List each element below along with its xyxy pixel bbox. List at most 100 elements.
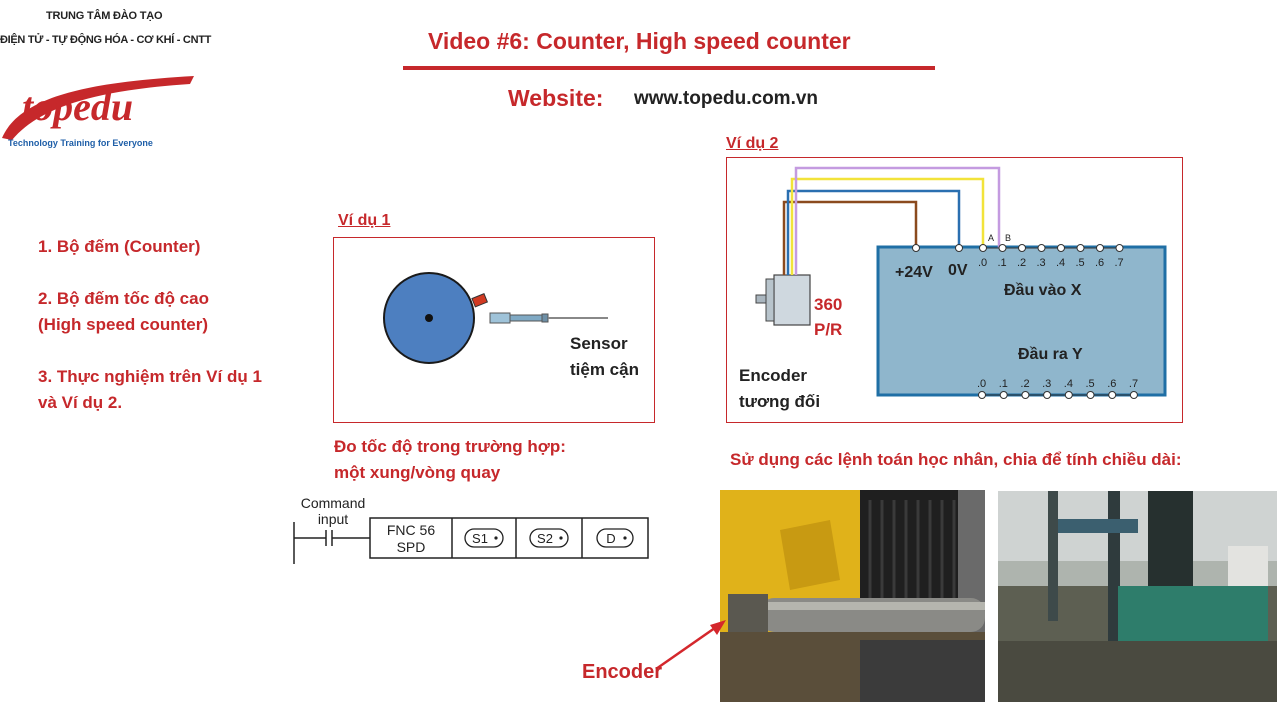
encoder-shaft bbox=[755, 294, 767, 304]
input-terminal-label-3: .3 bbox=[1037, 257, 1046, 269]
output-terminal-label-7: .7 bbox=[1129, 378, 1138, 390]
speed-note-line2: một xung/vòng quay bbox=[334, 463, 501, 482]
org-name-line2: ĐIỆN TỬ - TỰ ĐỘNG HÓA - CƠ KHÍ - CNTT bbox=[0, 34, 212, 46]
encoder-body bbox=[773, 274, 811, 326]
output-terminal-label-1: .1 bbox=[999, 378, 1008, 390]
input-terminal-3 bbox=[1037, 244, 1046, 252]
output-terminal-2 bbox=[1021, 391, 1030, 399]
website-label: Website: bbox=[508, 85, 604, 111]
topic-3: 3. Thực nghiệm trên Ví dụ 1 bbox=[38, 367, 262, 386]
operand-d: D bbox=[606, 531, 615, 546]
input-terminal-label-6: .6 bbox=[1095, 257, 1104, 269]
output-terminal-0 bbox=[978, 391, 986, 399]
phase-a-label: A bbox=[988, 233, 994, 243]
input-terminal-label-4: .4 bbox=[1056, 257, 1065, 269]
example1-label: Ví dụ 1 bbox=[338, 212, 391, 229]
video-title: Video #6: Counter, High speed counter bbox=[428, 28, 851, 54]
encoder-resolution-line1: 360 bbox=[814, 295, 842, 314]
input-terminal-0 bbox=[979, 244, 987, 252]
photo-winch-encoder bbox=[720, 490, 985, 702]
encoder-flange bbox=[765, 278, 775, 322]
wire-violet-b bbox=[794, 166, 1001, 275]
encoder-callout-label: Encoder bbox=[582, 661, 663, 683]
topedu-logo: topedu Technology Training for Everyone bbox=[2, 76, 194, 148]
plc-body bbox=[876, 245, 1167, 397]
input-terminal-label-0: .0 bbox=[978, 257, 987, 269]
output-terminal-label-6: .6 bbox=[1107, 378, 1116, 390]
input-terminal-7 bbox=[1115, 244, 1124, 252]
photo-drilling-rig bbox=[998, 491, 1277, 702]
output-terminal-label-0: .0 bbox=[977, 378, 986, 390]
input-terminal-2 bbox=[1018, 244, 1026, 252]
example1-diagram: Sensor tiệm cận bbox=[383, 272, 639, 379]
input-terminal-4 bbox=[1057, 244, 1065, 252]
example1-frame bbox=[333, 237, 655, 423]
operand-s1-pill bbox=[464, 528, 504, 548]
logo-swoosh bbox=[2, 76, 194, 140]
output-terminal-6 bbox=[1108, 391, 1117, 399]
fnc-mnemonic: SPD bbox=[397, 539, 426, 555]
input-terminal-1 bbox=[998, 244, 1007, 252]
input-terminals: .0 .1 .2 .3 .4 .5 .6 .7 bbox=[978, 244, 1124, 269]
disc-target-tab bbox=[471, 293, 489, 308]
encoder-callout-arrow-icon bbox=[655, 620, 726, 671]
example2-label: Ví dụ 2 bbox=[726, 135, 779, 152]
input-terminal-label-1: .1 bbox=[998, 257, 1007, 269]
output-terminal-label-5: .5 bbox=[1086, 378, 1095, 390]
output-terminal-1 bbox=[999, 391, 1008, 399]
operand-s1: S1 bbox=[472, 531, 488, 546]
input-terminal-label-5: .5 bbox=[1076, 257, 1085, 269]
speed-measure-note: Đo tốc độ trong trường hợp: một xung/vòn… bbox=[334, 434, 566, 486]
output-title: Đầu ra Y bbox=[1018, 346, 1083, 363]
topic-2-sub: (High speed counter) bbox=[38, 315, 209, 334]
topic-3-cont: và Ví dụ 2. bbox=[38, 393, 123, 412]
command-input-line1: Command bbox=[301, 495, 366, 511]
sensor-label-line2: tiệm cận bbox=[570, 360, 639, 379]
input-terminal-5 bbox=[1076, 244, 1085, 252]
math-instruction-note: Sử dụng các lệnh toán học nhân, chia để … bbox=[730, 450, 1182, 469]
encoder-label-line2: tương đối bbox=[739, 392, 820, 411]
output-terminal-label-2: .2 bbox=[1020, 378, 1029, 390]
input-terminal-label-2: .2 bbox=[1017, 257, 1026, 269]
output-terminal-7 bbox=[1129, 391, 1138, 399]
example2-frame bbox=[726, 157, 1183, 423]
output-terminal-label-4: .4 bbox=[1064, 378, 1073, 390]
phase-b-label: B bbox=[1005, 233, 1011, 243]
fnc-number: FNC 56 bbox=[387, 522, 435, 538]
output-terminal-3 bbox=[1043, 391, 1052, 399]
disc-center bbox=[425, 314, 433, 322]
operand-s2-pill bbox=[529, 528, 569, 548]
title-underline bbox=[403, 66, 935, 70]
encoder-resolution-line2: P/R bbox=[814, 320, 842, 339]
output-terminal-4 bbox=[1064, 391, 1073, 399]
output-terminal-5 bbox=[1086, 391, 1095, 399]
encoder-label-line1: Encoder bbox=[739, 366, 807, 385]
wire-blue-0v bbox=[786, 189, 961, 275]
command-input-line2: input bbox=[318, 511, 348, 527]
wire-yellow-a bbox=[790, 177, 985, 275]
input-terminal-label-7: .7 bbox=[1115, 257, 1124, 269]
terminal-24v bbox=[912, 244, 920, 252]
wire-brown-24v bbox=[782, 200, 918, 275]
sensor-nut bbox=[541, 313, 549, 323]
example2-wiring-diagram: .0 .1 .2 .3 .4 .5 .6 .7 .0 .1 .2 .3 .4 .5 .6 .7 +24V 0… bbox=[739, 166, 1167, 411]
logo-tagline: Technology Training for Everyone bbox=[8, 138, 153, 148]
org-name-line1: TRUNG TÂM ĐÀO TẠO bbox=[46, 10, 163, 22]
website-url[interactable]: www.topedu.com.vn bbox=[634, 88, 819, 109]
speed-note-line1: Đo tốc độ trong trường hợp: bbox=[334, 437, 566, 456]
terminal-24v-label: +24V bbox=[895, 264, 933, 281]
input-title: Đầu vào X bbox=[1004, 282, 1082, 299]
sensor-head bbox=[489, 312, 511, 324]
sensor-body bbox=[509, 314, 543, 322]
terminal-0v-label: 0V bbox=[948, 262, 968, 279]
output-terminal-label-3: .3 bbox=[1042, 378, 1051, 390]
topic-1: 1. Bộ đếm (Counter) bbox=[38, 237, 201, 256]
terminal-0v bbox=[955, 244, 963, 252]
operand-d-pill bbox=[596, 528, 634, 548]
ladder-rung-spd: Command input FNC 56 SPD S1 S2 D bbox=[293, 495, 649, 564]
input-terminal-6 bbox=[1096, 244, 1104, 252]
topic-2: 2. Bộ đếm tốc độ cao bbox=[38, 289, 209, 308]
operand-s2: S2 bbox=[537, 531, 553, 546]
sensor-label-line1: Sensor bbox=[570, 334, 628, 353]
output-terminals: .0 .1 .2 .3 .4 .5 .6 .7 bbox=[977, 378, 1138, 399]
